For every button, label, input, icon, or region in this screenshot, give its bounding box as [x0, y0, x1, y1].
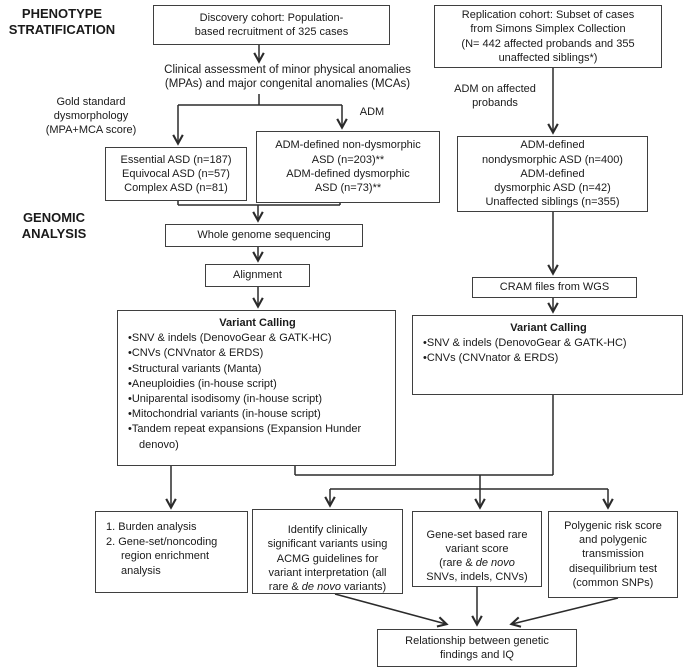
adm-probands-label: ADM on affected probands: [454, 83, 536, 109]
polygenic-box: Polygenic risk score and polygenic trans…: [548, 511, 678, 598]
variant-calling-right-box: Variant Calling SNV & indels (DenovoGear…: [412, 315, 683, 395]
geneset-text: SNVs, indels, CNVs): [426, 571, 528, 584]
variant-calling-left-item: Mitochondrial variants (in-house script): [128, 407, 321, 422]
adm-label: ADM: [359, 106, 385, 118]
gold-standard-label: Gold standard dysmorphology (MPA+MCA sco…: [45, 96, 137, 136]
acmg-text: variants): [340, 581, 387, 594]
variant-calling-right-item: SNV & indels (DenovoGear & GATK-HC): [423, 336, 627, 351]
variant-calling-right-item: CNVs (CNVnator & ERDS): [423, 351, 558, 366]
wgs-box: Whole genome sequencing: [165, 224, 363, 247]
clinical-assessment-text: Clinical assessment of minor physical an…: [164, 64, 411, 91]
burden-item: 1. Burden analysis: [106, 521, 197, 533]
discovery-cohort-box: Discovery cohort: Population- based recr…: [153, 5, 390, 45]
phenotype-stratification-label: PHENOTYPE STRATIFICATION: [8, 6, 116, 38]
geneset-text: Gene-set based rare variant score (rare …: [426, 528, 528, 570]
variant-calling-left-item: Aneuploidies (in-house script): [128, 377, 277, 392]
cram-files-box: CRAM files from WGS: [472, 277, 637, 298]
replication-cohort-box: Replication cohort: Subset of cases from…: [434, 5, 662, 68]
variant-calling-right-title: Variant Calling: [510, 322, 587, 334]
burden-analysis-box: 1. Burden analysis 2. Gene-set/noncoding…: [95, 511, 248, 593]
variant-calling-left-item: Uniparental isodisomy (in-house script): [128, 392, 322, 407]
variant-calling-left-title: Variant Calling: [219, 317, 296, 329]
geneset-italic-text: de novo: [475, 557, 515, 570]
acmg-box: Identify clinically significant variants…: [252, 509, 403, 594]
genomic-analysis-label: GENOMIC ANALYSIS: [21, 210, 87, 242]
variant-calling-left-box: Variant Calling SNV & indels (DenovoGear…: [117, 310, 396, 466]
acmg-italic-text: de novo: [301, 581, 341, 594]
geneset-score-box: Gene-set based rare variant score (rare …: [412, 511, 542, 587]
burden-item: 2. Gene-set/noncoding region enrichment …: [106, 535, 218, 577]
variant-calling-left-item: Tandem repeat expansions (Expansion Hund…: [128, 422, 387, 452]
variant-calling-left-item: SNV & indels (DenovoGear & GATK-HC): [128, 331, 332, 346]
replication-groups-box: ADM-defined nondysmorphic ASD (n=400) AD…: [457, 136, 648, 212]
adm-defined-box: ADM-defined non-dysmorphic ASD (n=203)**…: [256, 131, 440, 203]
variant-calling-left-item: Structural variants (Manta): [128, 362, 262, 377]
alignment-box: Alignment: [205, 264, 310, 287]
relationship-box: Relationship between genetic findings an…: [377, 629, 577, 667]
variant-calling-left-item: CNVs (CNVnator & ERDS): [128, 346, 263, 361]
acmg-text: Identify clinically significant variants…: [267, 523, 388, 594]
essential-asd-box: Essential ASD (n=187) Equivocal ASD (n=5…: [105, 147, 247, 201]
